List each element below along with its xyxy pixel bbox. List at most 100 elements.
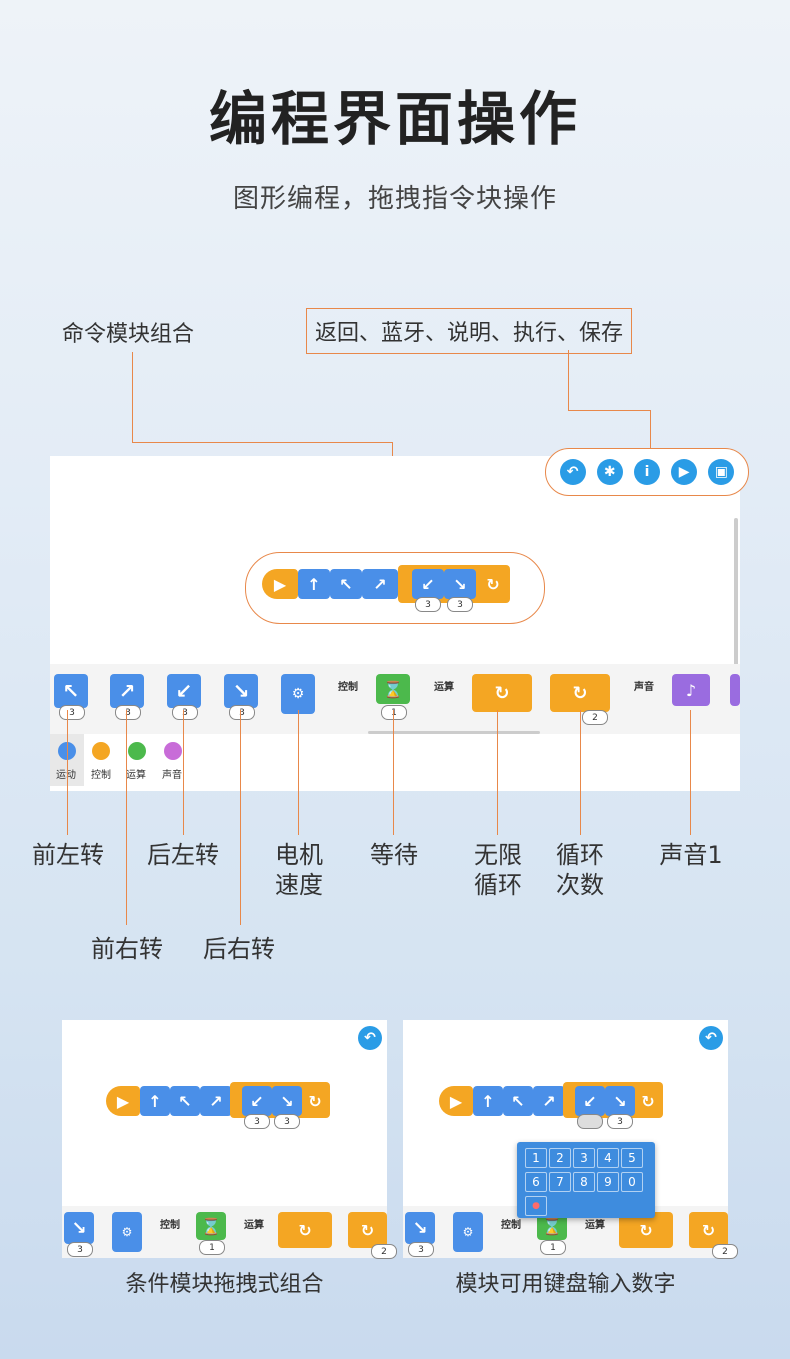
scrollbar[interactable]	[734, 518, 738, 668]
callout-toolbar: 返回、蓝牙、说明、执行、保存	[306, 308, 633, 354]
palette-forward-left[interactable]: ↖	[54, 674, 88, 708]
keypad-key[interactable]: 1	[525, 1148, 547, 1168]
play-icon[interactable]: ▶	[671, 459, 698, 485]
palette-infinite-loop[interactable]: ↻	[472, 674, 532, 712]
repeat-count-pill[interactable]: 3	[415, 597, 441, 612]
repeat-count-pill[interactable]: 3	[274, 1114, 300, 1129]
back-left-block[interactable]: ↙	[412, 569, 444, 599]
forward-right-block[interactable]: ↗	[533, 1086, 565, 1116]
palette-scrollbar[interactable]	[368, 731, 540, 734]
forward-right-block[interactable]: ↗	[200, 1086, 232, 1116]
palette-count: 3	[115, 705, 141, 720]
script-group: ▶ ↑ ↖ ↗ ↙ ↘ ↻ 3 3	[245, 552, 545, 624]
palette-motor-speed[interactable]: ⚙	[453, 1212, 483, 1252]
palette-count: 1	[381, 705, 407, 720]
label-motor-speed-line1: 电机	[275, 841, 323, 869]
toolbar: ↶ ✱ i ▶ ▣	[545, 448, 749, 496]
label-motor-speed: 电机 速度	[262, 840, 336, 900]
back-left-block[interactable]: ↙	[575, 1086, 605, 1116]
palette-wait[interactable]: ⌛	[196, 1212, 226, 1240]
palette-loop-count[interactable]: ↻	[348, 1212, 387, 1248]
keypad-key[interactable]: 0	[621, 1172, 643, 1192]
back-right-block[interactable]: ↘	[605, 1086, 635, 1116]
palette-wait[interactable]: ⌛	[376, 674, 410, 704]
repeat-count-pill[interactable]: 3	[244, 1114, 270, 1129]
back-icon[interactable]: ↶	[699, 1026, 723, 1050]
label-loop-line2: 次数	[556, 871, 604, 899]
palette-forward-right[interactable]: ↗	[110, 674, 144, 708]
editor-screen: ↶ ✱ i ▶ ▣ ▶ ↑ ↖ ↗ ↙ ↘ ↻ 3 3 ↖ 3 ↗ 3 ↙ 3 …	[50, 448, 749, 791]
forward-block[interactable]: ↑	[140, 1086, 170, 1116]
palette-back-right[interactable]: ↘	[405, 1212, 435, 1244]
loop-icon: ↻	[635, 1086, 661, 1116]
section-math: 运算	[585, 1220, 605, 1231]
repeat-count-pill-editing[interactable]	[577, 1114, 603, 1129]
palette-back-right[interactable]: ↘	[64, 1212, 94, 1244]
palette-back-right[interactable]: ↘	[224, 674, 258, 708]
start-block[interactable]: ▶	[262, 569, 298, 599]
palette-motor-speed[interactable]: ⚙	[112, 1212, 142, 1252]
back-left-block[interactable]: ↙	[242, 1086, 272, 1116]
forward-right-block[interactable]: ↗	[362, 569, 398, 599]
palette-sound[interactable]: ♪	[672, 674, 710, 706]
palette-count: 3	[229, 705, 255, 720]
palette-count: 1	[540, 1240, 566, 1255]
keypad-key[interactable]: 4	[597, 1148, 619, 1168]
palette-count: 3	[67, 1242, 93, 1257]
start-block[interactable]: ▶	[106, 1086, 140, 1116]
keypad-key[interactable]: 3	[573, 1148, 595, 1168]
category-dot-control[interactable]	[92, 742, 110, 760]
back-right-block[interactable]: ↘	[272, 1086, 302, 1116]
start-block[interactable]: ▶	[439, 1086, 473, 1116]
keypad-key[interactable]: 9	[597, 1172, 619, 1192]
repeat-count-pill[interactable]: 3	[607, 1114, 633, 1129]
keypad-key[interactable]: 6	[525, 1172, 547, 1192]
keypad-key[interactable]: 5	[621, 1148, 643, 1168]
label-forward-left: 前左转	[32, 841, 104, 869]
forward-block[interactable]: ↑	[473, 1086, 503, 1116]
palette-loop-count[interactable]: ↻	[550, 674, 610, 712]
section-control: 控制	[501, 1220, 521, 1231]
label-wait: 等待	[370, 841, 418, 869]
category-label-motion[interactable]: 运动	[56, 770, 76, 781]
palette-infinite-loop[interactable]: ↻	[619, 1212, 673, 1248]
section-math: 运算	[244, 1220, 264, 1231]
info-icon[interactable]: i	[633, 459, 660, 485]
repeat-count-pill[interactable]: 3	[447, 597, 473, 612]
page-title: 编程界面操作	[208, 85, 581, 153]
keypad-delete-icon[interactable]: ●	[525, 1196, 547, 1216]
palette-count: 3	[172, 705, 198, 720]
category-dot-math[interactable]	[128, 742, 146, 760]
forward-left-block[interactable]: ↖	[503, 1086, 533, 1116]
palette-sound-next[interactable]	[730, 674, 740, 706]
callout-combo: 命令模块组合	[62, 322, 195, 347]
forward-block[interactable]: ↑	[298, 569, 330, 599]
forward-left-block[interactable]: ↖	[330, 569, 362, 599]
back-icon[interactable]: ↶	[358, 1026, 382, 1050]
label-back-left: 后左转	[147, 841, 219, 869]
screenshot-keypad: ↶ ▶ ↑ ↖ ↗ ↙ ↘ ↻ 3 ↘ 3 ⚙ 控制 ⌛ 1 运算 ↻ ↻ 2 …	[403, 1020, 738, 1259]
category-label-math[interactable]: 运算	[126, 770, 146, 781]
section-control: 控制	[338, 682, 358, 693]
palette-infinite-loop[interactable]: ↻	[278, 1212, 332, 1248]
palette-count: 3	[408, 1242, 434, 1257]
category-label-sound[interactable]: 声音	[162, 770, 182, 781]
palette-motor-speed[interactable]: ⚙	[281, 674, 315, 714]
keypad-key[interactable]: 8	[573, 1172, 595, 1192]
screenshot-drag: ↶ ▶ ↑ ↖ ↗ ↙ ↘ ↻ 3 3 ↘ 3 ⚙ 控制 ⌛ 1 运算 ↻ ↻ …	[62, 1020, 397, 1259]
palette-back-left[interactable]: ↙	[167, 674, 201, 708]
palette-count: 1	[199, 1240, 225, 1255]
save-icon[interactable]: ▣	[708, 459, 735, 485]
number-keypad: 1 2 3 4 5 6 7 8 9 0 ●	[517, 1142, 655, 1218]
keypad-key[interactable]: 7	[549, 1172, 571, 1192]
forward-left-block[interactable]: ↖	[170, 1086, 200, 1116]
back-icon[interactable]: ↶	[559, 459, 586, 485]
palette-loop-count[interactable]: ↻	[689, 1212, 728, 1248]
label-loop-line1: 循环	[556, 841, 604, 869]
section-math: 运算	[434, 682, 454, 693]
bluetooth-icon[interactable]: ✱	[596, 459, 623, 485]
category-dot-sound[interactable]	[164, 742, 182, 760]
keypad-key[interactable]: 2	[549, 1148, 571, 1168]
back-right-block[interactable]: ↘	[444, 569, 476, 599]
category-label-control[interactable]: 控制	[91, 770, 111, 781]
